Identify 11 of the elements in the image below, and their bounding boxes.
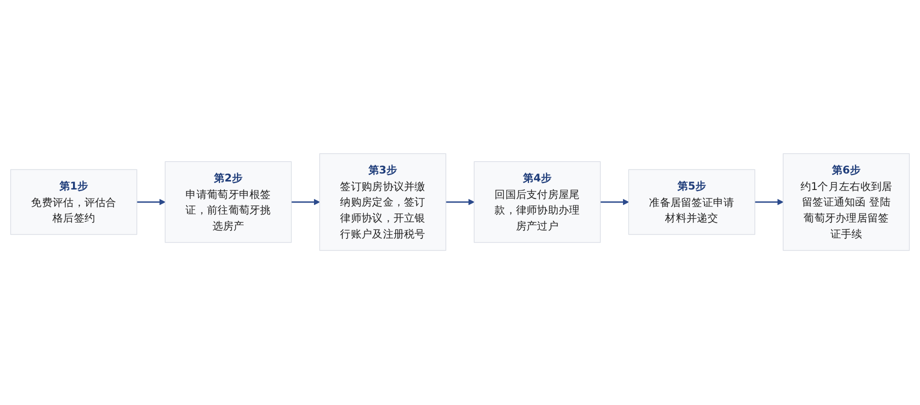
arrow bbox=[291, 199, 320, 206]
node-box: 第3步 签订购房协议并缴纳购房定金，签订律师协议，开立银行账户及注册税号 bbox=[319, 154, 446, 252]
node-box: 第2步 申请葡萄牙申根签证，前往葡萄牙挑选房产 bbox=[164, 162, 292, 244]
node-box: 第4步 回国后支付房屋尾款，律师协助办理房产过户 bbox=[474, 162, 601, 244]
node-box: 第6步 约1个月左右收到居留签证通知函 登陆葡萄牙办理居留签证手续 bbox=[782, 154, 910, 252]
node-box: 第5步 准备居留签证申请材料并递交 bbox=[628, 170, 756, 236]
arrow bbox=[754, 199, 784, 206]
arrow bbox=[446, 199, 474, 206]
arrow bbox=[600, 199, 629, 206]
node-box: 第1步 免费评估，评估合格后签约 bbox=[10, 170, 138, 236]
arrow bbox=[136, 199, 166, 206]
